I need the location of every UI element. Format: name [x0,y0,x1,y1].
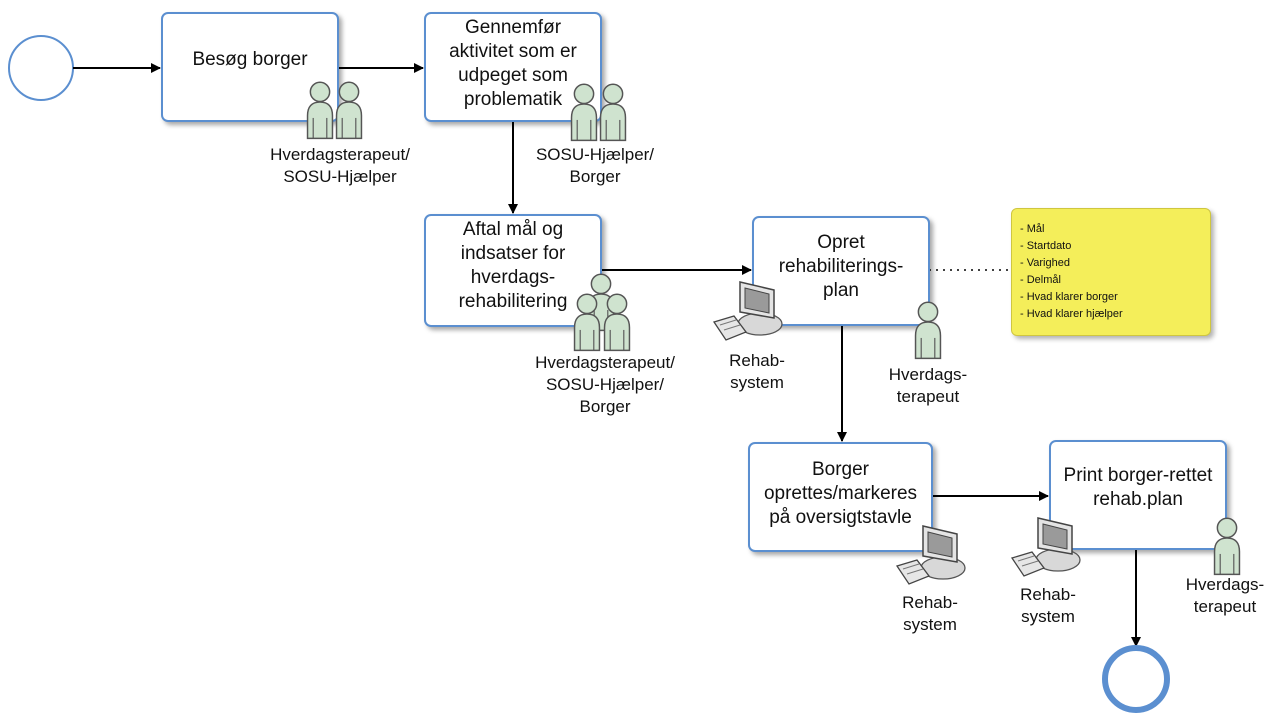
task-print-plan-label: Print borger-rettet rehab.plan [1063,465,1213,510]
task-gennemfor-aktivitet: Gennemfør aktivitet som er udpeget som p… [424,12,602,122]
task-aftal-maal-label: Aftal mål og indsatser for hverdags- reh… [458,219,568,312]
person-icon [603,293,631,352]
note-item: - Hvad klarer hjælper [1020,308,1123,320]
person-icon [306,81,334,140]
end-event [1102,645,1170,713]
task-aftal-maal: Aftal mål og indsatser for hverdags- reh… [424,214,602,327]
note-item: - Mål [1020,223,1045,235]
note-item: - Varighed [1020,257,1070,269]
actor-label-aftal: Hverdagsterapeut/ SOSU-Hjælper/ Borger [535,353,675,416]
note-item: - Delmål [1020,274,1061,286]
note-item: - Startdato [1020,240,1072,252]
computer-icon [1010,517,1081,577]
person-icon [914,301,942,360]
task-opret-plan: Opret rehabiliterings- plan [752,216,930,326]
start-event [8,35,74,101]
computer-icon [895,525,966,585]
task-borger-oprettes: Borger oprettes/markeres på oversigtstav… [748,442,933,552]
actor-label-gennemfor: SOSU-Hjælper/ Borger [535,145,655,186]
actor-label-besog: Hverdagsterapeut/ SOSU-Hjælper [270,145,410,186]
task-besog-borger-label: Besøg borger [192,49,308,70]
actor-label-opret: Hverdags- terapeut [888,365,968,406]
task-borger-oprettes-label: Borger oprettes/markeres på oversigtstav… [763,459,918,528]
note-item: - Hvad klarer borger [1020,291,1118,303]
system-label-opret: Rehab- system [729,351,785,392]
task-opret-plan-label: Opret rehabiliterings- plan [778,232,904,301]
person-icon [573,293,601,352]
plan-contents-note: - Mål - Startdato - Varighed - Delmål - … [1011,208,1211,336]
system-label-borger: Rehab- system [902,593,958,634]
task-gennemfor-aktivitet-label: Gennemfør aktivitet som er udpeget som p… [449,17,577,110]
person-icon [1213,517,1241,576]
person-icon [570,83,598,142]
task-besog-borger: Besøg borger [161,12,339,122]
computer-icon [712,281,783,341]
person-icon [335,81,363,140]
person-icon [599,83,627,142]
system-label-print: Rehab- system [1020,585,1076,626]
task-print-plan: Print borger-rettet rehab.plan [1049,440,1227,550]
actor-label-print: Hverdags- terapeut [1185,575,1265,616]
